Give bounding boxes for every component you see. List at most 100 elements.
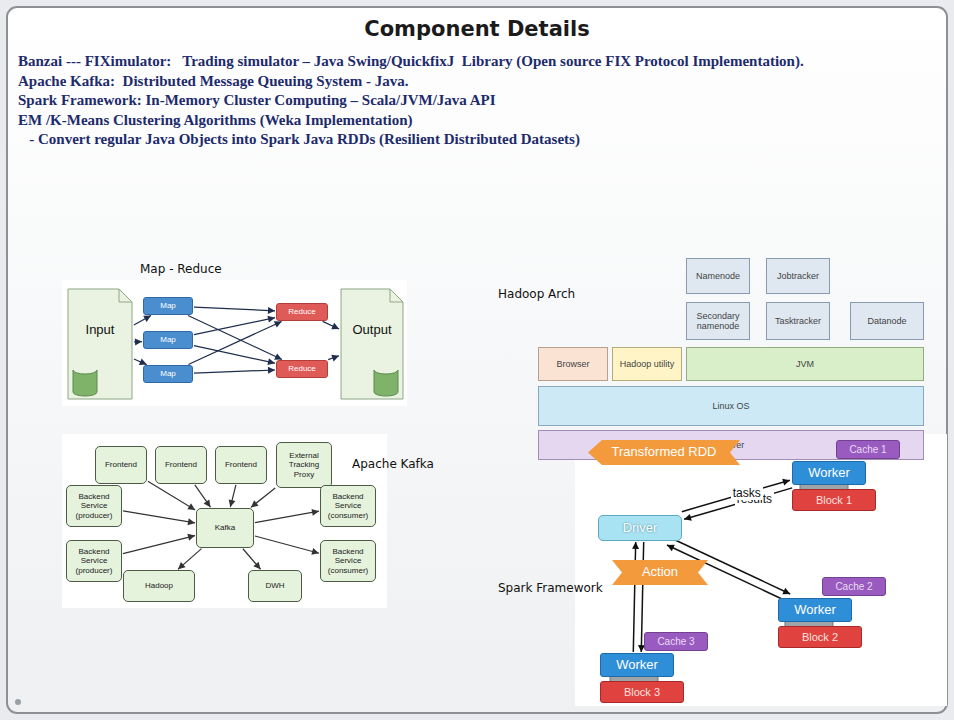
block-box: Block 2 — [778, 626, 862, 648]
system-box: Frontend — [95, 446, 147, 484]
kafka-panel — [62, 434, 387, 608]
connector — [134, 315, 151, 325]
system-box: Kafka — [196, 508, 254, 548]
node-text: Kafka — [215, 523, 235, 532]
connector — [134, 359, 147, 365]
worker-box: Worker — [792, 461, 866, 485]
system-box: Backend Service (consumer) — [320, 540, 376, 582]
node-text: Frontend — [105, 460, 137, 469]
connector-line — [323, 321, 339, 329]
hadoop-daemon-box: Tasktracker — [766, 302, 830, 340]
node-text: Datanode — [867, 316, 906, 326]
spark-panel — [575, 434, 947, 706]
connector-line — [682, 480, 790, 511]
mapreduce-panel — [62, 280, 407, 406]
arrow-head — [331, 355, 339, 362]
connector-line — [188, 321, 281, 364]
node-text: Hadoop utility — [620, 359, 675, 369]
connector — [188, 321, 281, 364]
hadoop-daemon-box: Jobtracker — [766, 258, 830, 294]
node-text: Action — [642, 565, 678, 580]
arrow-head — [229, 499, 236, 507]
layer-box: JVM — [686, 347, 924, 381]
connector — [194, 346, 275, 365]
node-text: Worker — [808, 466, 850, 481]
node-text: Cache 1 — [849, 444, 886, 456]
arrow-head — [253, 562, 260, 570]
arrow-head — [268, 307, 275, 314]
connector-line — [134, 359, 147, 365]
connector — [251, 488, 275, 507]
connector-line — [148, 481, 195, 510]
shape-outline — [67, 288, 133, 400]
node-text: Reduce — [288, 307, 316, 316]
system-box: Backend Service (producer) — [66, 540, 122, 582]
layer-box: Browser — [538, 347, 608, 381]
node-text: Frontend — [165, 460, 197, 469]
block-box: Block 1 — [792, 489, 876, 511]
corner-dot — [15, 699, 21, 705]
edge-label: tasks — [731, 486, 763, 500]
arrow-head — [782, 479, 790, 486]
connector — [178, 549, 202, 570]
driver-box: Driver — [598, 515, 682, 541]
map-box: Map — [143, 365, 193, 383]
layer-box: Linux OS — [538, 386, 924, 426]
map-box: Map — [143, 331, 193, 349]
connector — [243, 549, 261, 569]
hadoop-daemon-box: Secondary namenode — [686, 302, 750, 340]
arrow-head — [139, 359, 147, 365]
arrow-head — [268, 367, 275, 374]
node-text: External Tracking Proxy — [279, 451, 329, 479]
connector — [328, 355, 339, 362]
connector-line — [134, 315, 151, 325]
bullet-text: Spark Framework: In-Memory Cluster Compu… — [18, 91, 928, 111]
arrow-head — [188, 518, 195, 525]
node-text: Secondary namenode — [689, 311, 747, 332]
connector-line — [243, 549, 261, 569]
connector — [134, 338, 142, 345]
system-box: External Tracking Proxy — [276, 442, 332, 488]
node-text: Backend Service (producer) — [69, 547, 119, 575]
connector — [195, 485, 211, 507]
worker-box: Worker — [778, 598, 852, 622]
cache-box: Cache 3 — [644, 632, 708, 651]
connector — [632, 542, 639, 652]
arrow-head — [667, 545, 675, 551]
worker-box: Worker — [600, 653, 674, 677]
map-box: Map — [143, 297, 193, 315]
bullet-text: - Convert regular Java Objects into Spar… — [18, 130, 928, 150]
hadoop-daemon-box: Namenode — [686, 258, 750, 294]
node-text: Linux OS — [712, 401, 749, 411]
connector — [188, 315, 282, 359]
node-text: Map — [160, 369, 176, 378]
arrow-head — [267, 316, 275, 323]
system-box: Frontend — [215, 446, 267, 484]
arrow-head — [187, 503, 195, 510]
bullet-text: Apache Kafka: Distributed Message Queuin… — [18, 72, 928, 92]
node-text: Backend Service (producer) — [69, 492, 119, 520]
text-block: Banzai --- FIXimulator: Trading simulato… — [18, 52, 928, 150]
arrow-head — [684, 514, 692, 521]
connector-line — [194, 318, 275, 335]
node-text: Block 3 — [624, 686, 660, 699]
connector — [682, 479, 790, 512]
connector-line — [255, 511, 319, 522]
bullet-text: EM /K-Means Clustering Algorithms (Weka … — [18, 111, 928, 131]
slide-title: Component Details — [0, 17, 954, 41]
node-text: Frontend — [225, 460, 257, 469]
arrow-head — [274, 321, 282, 327]
arrow-head — [143, 315, 151, 321]
section-caption: Apache Kafka — [352, 457, 434, 471]
connector-line — [188, 315, 282, 359]
connector — [148, 481, 195, 510]
node-text: Block 2 — [802, 631, 838, 644]
node-text: Transformed RDD — [612, 445, 717, 460]
connector — [194, 316, 275, 335]
document-shape: Output — [340, 288, 404, 400]
connector-line — [123, 536, 195, 554]
arrow-head — [251, 500, 259, 507]
system-box: Hadoop — [123, 570, 195, 602]
node-text: Browser — [556, 359, 589, 369]
